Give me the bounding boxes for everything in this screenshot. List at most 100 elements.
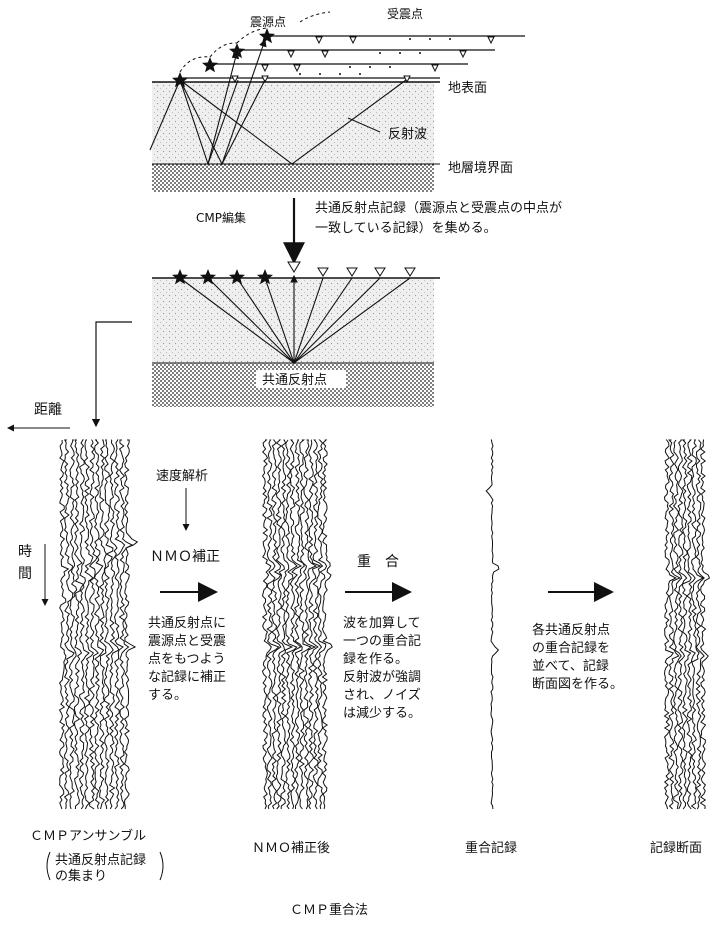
stack-desc-line: され、ノイズ [343,687,421,703]
seismic-trace [663,439,677,810]
seismic-trace [307,439,322,810]
cmp-ensemble-traces [58,439,139,810]
source-star-icons-top [172,28,275,88]
stack-desc-line: 波を加算して [343,616,421,631]
seismic-trace [83,439,95,810]
nmo-desc-line: する。 [148,688,187,703]
seismic-trace [108,439,120,810]
seismic-trace [690,439,705,810]
seismic-trace [312,439,324,810]
cmp-note-line1: 共通反射点記録（震源点と受震点の中点が [315,200,562,216]
seismic-trace [289,439,303,810]
after-nmo-traces [261,439,333,810]
stack-label: 重 合 [357,554,399,570]
reflected-wave-label: 反射波 [388,126,427,142]
nmo-description: 共通反射点に 震源点と受震 点をもつよう な記録に補正 する。 [148,615,226,703]
distance-time-bracket [91,321,132,428]
nmo-desc-line: 震源点と受震 [148,634,226,649]
distance-label: 距離 [34,401,62,418]
seismic-trace [93,439,105,810]
ensemble-sub-open-paren [46,851,51,881]
cmp-note-line2: 一致している記録）を集める。 [315,220,497,236]
survey-lines [180,35,525,79]
ensemble-sub-close-paren [159,851,164,881]
nmo-label: ＮＭＯ補正 [150,549,220,565]
seismic-trace [686,439,696,810]
common-reflection-point-label: 共通反射点 [262,372,327,388]
seismic-trace [677,439,688,810]
seismic-trace [303,439,317,810]
surface-label: 地表面 [448,81,487,96]
seismic-trace [275,439,286,810]
section-desc-line: の重合記録を [532,640,610,656]
figure-title: ＣＭＰ重合法 [290,902,368,918]
stack-description: 波を加算して 一つの重合記 録を作る。 反射波が強調 され、ノイズ は減少する。 [343,616,421,721]
seismic-trace [681,439,692,810]
seismic-trace [298,439,312,810]
seismic-trace [485,439,500,810]
time-label-2: 間 [18,566,32,582]
stack-record-caption: 重合記録 [465,840,517,856]
survey-dots [299,38,451,75]
star-icon [257,269,273,285]
stack-record-trace [485,439,500,810]
seismic-trace [284,439,298,810]
middle-geology-panel [152,277,440,407]
star-icon [202,57,218,73]
stack-desc-line: 録を作る。 [343,652,408,667]
seismic-trace [261,439,272,810]
stack-desc-line: は減少する。 [343,705,421,721]
seismic-trace [118,439,134,810]
seismic-trace [294,439,305,810]
velocity-analysis-label: 速度解析 [156,468,208,484]
ensemble-caption: ＣＭＰアンサンブル [30,828,146,844]
nmo-desc-line: 点をもつよう [148,652,225,667]
receiver-label: 受震点 [387,7,423,21]
seismic-trace [123,439,139,810]
seismic-trace [321,439,333,810]
seismic-trace [695,439,705,810]
receiver-icons-top [231,36,495,84]
star-icon [229,269,245,285]
ensemble-sub-line1: 共通反射点記録 [55,852,146,868]
nmo-desc-line: 共通反射点に [148,615,226,631]
seismic-trace [63,439,75,810]
seismic-trace [266,439,280,810]
nmo-desc-line: な記録に補正 [148,669,226,685]
seismic-trace [699,439,711,810]
ray-paths-top [149,38,407,166]
seismic-trace [88,439,99,810]
source-label: 震源点 [250,15,286,29]
stack-desc-line: 反射波が強調 [343,669,421,685]
section-caption: 記録断面 [650,840,702,856]
ensemble-sub-line2: の集まり [55,868,107,884]
section-desc-line: 各共通反射点 [532,622,610,638]
section-desc-line: 断面図を作る。 [532,677,623,692]
star-icon [172,72,188,88]
star-icon [259,28,275,44]
section-desc-line: 並べて、記録 [532,658,609,674]
cmp-step-label: CMP編集 [196,210,246,225]
seismic-trace [317,439,328,810]
section-description: 各共通反射点 の重合記録を 並べて、記録 断面図を作る。 [532,622,623,692]
top-geology-panel [152,81,440,192]
receiver-icons-middle [287,261,416,277]
after-nmo-caption: ＮＭＯ補正後 [252,841,330,856]
seismic-trace [271,439,282,810]
boundary-label: 地層境界面 [448,161,513,176]
seismic-trace [98,439,107,810]
seismic-trace [113,439,126,810]
seismic-trace [672,439,683,810]
time-label-1: 時 [18,544,32,560]
seismic-trace [73,439,85,810]
source-star-icons-middle [172,269,273,285]
seismic-trace [58,439,70,810]
seismic-trace [103,439,114,810]
ray-fan-middle [179,274,411,365]
star-icon [200,269,216,285]
reflected-wave-pointer [347,117,381,133]
star-icon [172,269,188,285]
seismic-trace [78,439,90,810]
seismic-trace [68,439,78,810]
